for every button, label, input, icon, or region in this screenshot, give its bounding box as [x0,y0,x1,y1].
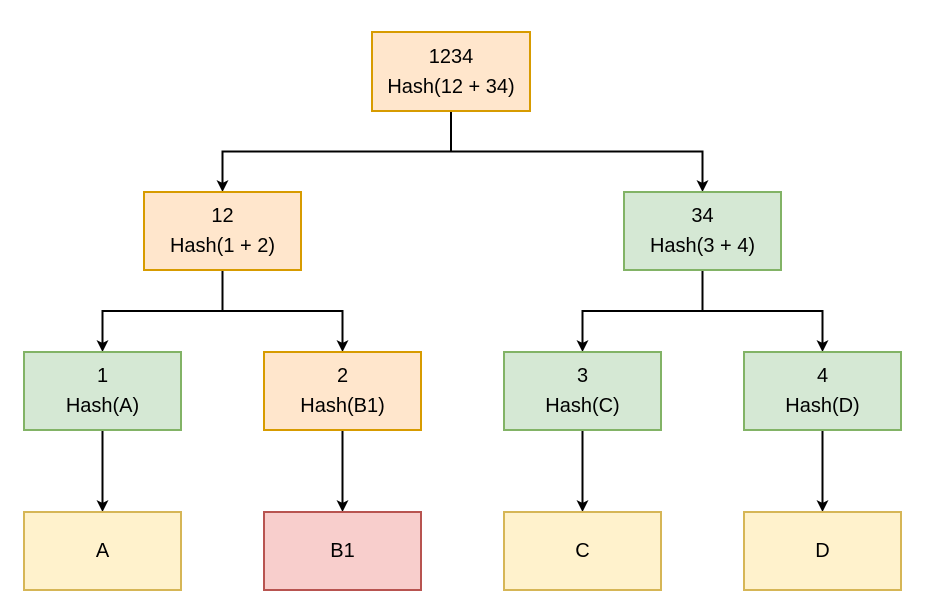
node-hash-label: Hash(A) [65,395,140,417]
node-hash-4: 4 Hash(D) [743,351,902,431]
data-block-label: B1 [330,540,355,562]
node-id-label: 1234 [428,45,474,68]
edge-n12-to-n1 [96,271,224,352]
edge-root-to-n34 [450,112,709,192]
edge-root-to-n12 [216,112,452,192]
data-block-b1: B1 [263,511,422,591]
data-block-c: C [503,511,662,591]
data-block-d: D [743,511,902,591]
edge-n34-to-n3 [576,271,704,352]
data-block-label: C [575,540,590,562]
node-hash-label: Hash(C) [545,395,620,417]
node-hash-label: Hash(3 + 4) [649,235,756,257]
data-block-a: A [23,511,182,591]
node-hash-label: Hash(1 + 2) [169,235,276,257]
node-hash-label: Hash(B1) [300,395,385,417]
node-hash-12: 12 Hash(1 + 2) [143,191,302,271]
node-hash-label: Hash(12 + 34) [387,75,515,98]
node-hash-1: 1 Hash(A) [23,351,182,431]
node-hash-label: Hash(D) [785,395,860,417]
node-id-label: 3 [576,365,589,387]
data-block-label: D [815,540,830,562]
node-hash-3: 3 Hash(C) [503,351,662,431]
node-id-label: 2 [336,365,349,387]
node-id-label: 4 [816,365,829,387]
data-block-label: A [95,540,110,562]
edge-n34-to-n4 [701,271,829,352]
node-hash-34: 34 Hash(3 + 4) [623,191,782,271]
node-root-hash: 1234 Hash(12 + 34) [371,31,531,112]
node-id-label: 1 [96,365,109,387]
edge-n12-to-n2 [221,271,349,352]
node-id-label: 12 [211,205,234,227]
node-id-label: 34 [691,205,714,227]
node-hash-2: 2 Hash(B1) [263,351,422,431]
